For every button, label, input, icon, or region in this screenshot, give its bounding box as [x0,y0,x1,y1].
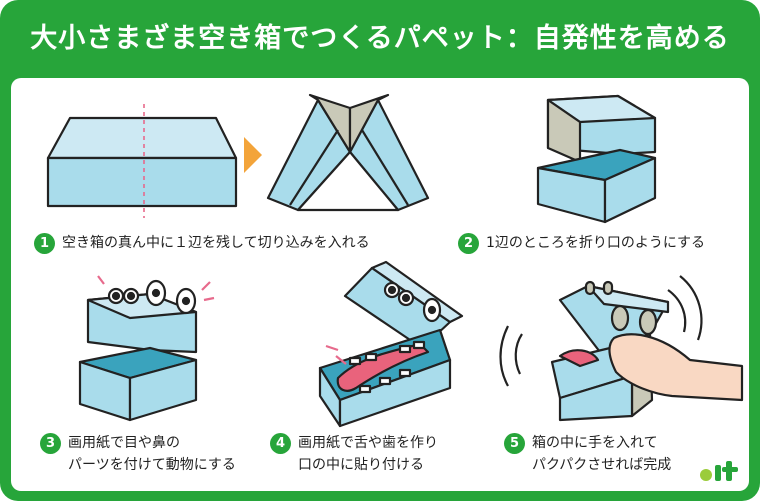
step-3-number: 3 [40,432,61,454]
step-5-line1: 箱の中に手を入れて [532,435,658,451]
step-4-line1: 画用紙で舌や歯を作り [298,435,438,451]
step5-puppet [499,275,744,422]
step-1-caption: 1 空き箱の真ん中に１辺を残して切り込みを入れる [34,232,370,254]
step3-box [78,275,215,422]
page-title: 大小さまざま空き箱でつくるパペット：自発性を高める [30,23,730,54]
step-1-number: 1 [34,232,55,254]
step1-box [46,104,238,218]
step-5-line2: パクパクさせれば完成 [532,457,672,473]
site-logo-icon [700,461,738,481]
step1-cut-box [266,93,430,212]
step-2-caption: 2 1辺のところを折り口のようにする [458,232,705,254]
step4-box [318,260,464,428]
step-3-caption: 3 画用紙で目や鼻の パーツを付けて動物にする [40,432,236,476]
step-3-line2: パーツを付けて動物にする [68,457,236,473]
step-4-caption: 4 画用紙で舌や歯を作り 口の中に貼り付ける [270,432,438,476]
step-5-number: 5 [504,432,525,454]
step-3-line1: 画用紙で目や鼻の [68,435,180,451]
step-5-caption: 5 箱の中に手を入れて パクパクさせれば完成 [504,432,671,476]
step-2-text: 1辺のところを折り口のようにする [486,235,706,251]
arrow-right-icon [244,137,262,173]
step-4-line2: 口の中に貼り付ける [298,457,424,473]
step-2-number: 2 [458,232,479,254]
step-4-number: 4 [270,432,291,454]
step-1-text: 空き箱の真ん中に１辺を残して切り込みを入れる [62,235,370,251]
step2-box [536,94,657,224]
